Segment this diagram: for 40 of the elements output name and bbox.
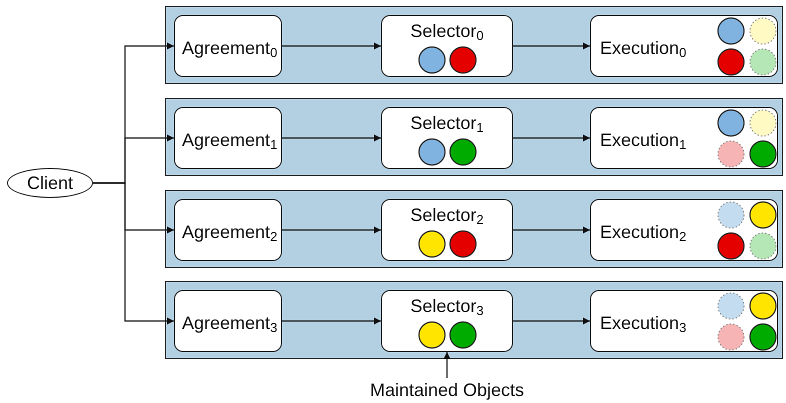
process-box [381, 199, 513, 261]
box-label: Agreement$_{0}$ [182, 39, 278, 59]
process-box [381, 290, 513, 352]
process-box [381, 15, 513, 77]
leader-arrow [444, 352, 450, 378]
process-box [590, 15, 778, 77]
box-label: Execution$_{3}$ [600, 314, 686, 334]
band-panel [165, 98, 783, 176]
process-box [590, 290, 778, 352]
box-label: Agreement$_{1}$ [182, 131, 278, 151]
band-panel [165, 190, 783, 268]
process-box [590, 199, 778, 261]
band-panel [165, 6, 783, 84]
arrow [513, 226, 590, 234]
arrow [93, 182, 174, 324]
box-label: Execution$_{2}$ [600, 223, 686, 243]
arrow [513, 134, 590, 142]
arrow [282, 134, 381, 142]
arrow [513, 318, 590, 324]
process-box [381, 107, 513, 169]
arrow [513, 42, 590, 50]
box-label: Execution$_{1}$ [600, 131, 686, 151]
box-label: Execution$_{0}$ [600, 39, 686, 59]
box-label: Selector$_{1}$ [409, 114, 485, 134]
box-label: Selector$_{3}$ [409, 297, 485, 317]
process-box [174, 107, 282, 169]
box-label: Selector$_{0}$ [409, 22, 485, 42]
annotation-text: Maintained Objects [370, 381, 524, 399]
process-box [174, 199, 282, 261]
band-panel [165, 281, 783, 359]
box-label: Selector$_{2}$ [409, 206, 485, 226]
box-label: Client [26, 174, 74, 192]
arrow [282, 226, 381, 234]
arrow [282, 42, 381, 50]
box-label: Agreement$_{3}$ [182, 314, 278, 334]
arrow [282, 318, 381, 324]
process-box [590, 107, 778, 169]
process-box [174, 290, 282, 352]
process-box [174, 15, 282, 77]
box-label: Agreement$_{2}$ [182, 223, 278, 243]
